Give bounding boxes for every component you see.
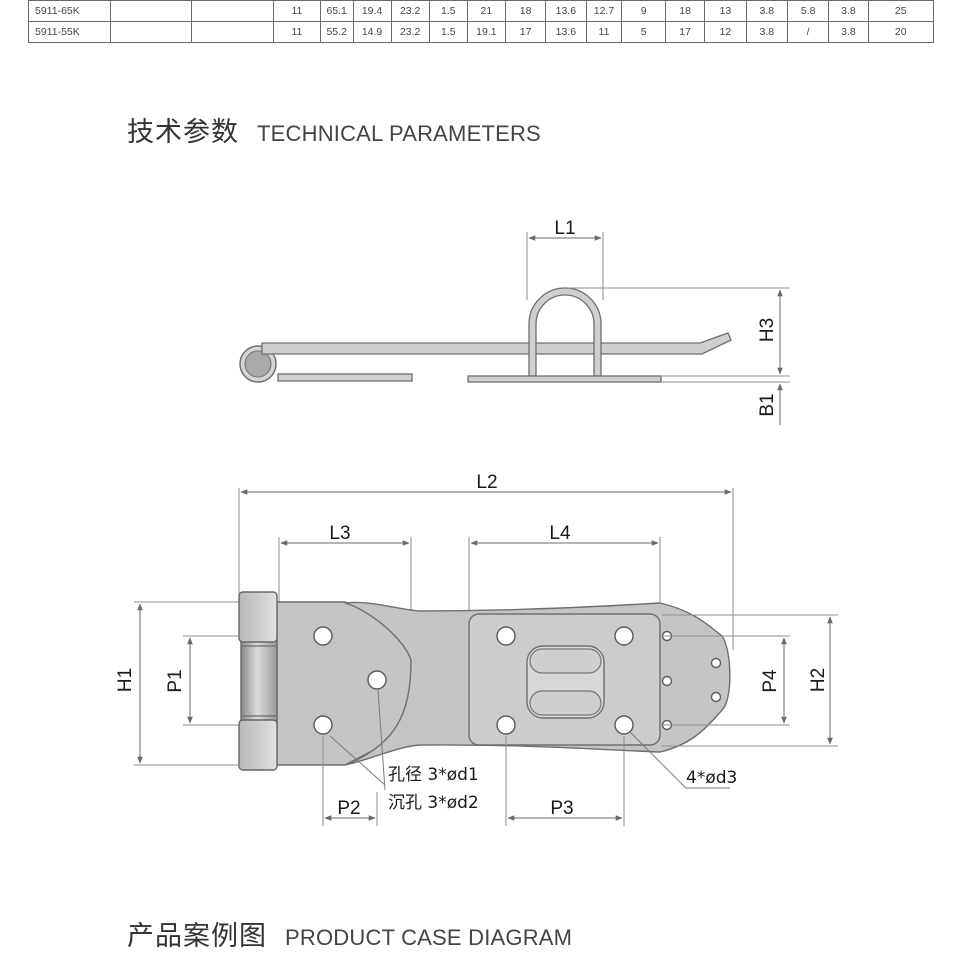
arm-hole xyxy=(710,657,722,669)
staple-hole xyxy=(496,715,516,735)
staple-hole xyxy=(614,626,634,646)
table-cell: 11 xyxy=(585,21,623,43)
dim-p1-label: P1 xyxy=(165,669,186,692)
tech-params-title-cn: 技术参数 xyxy=(127,117,239,148)
dim-p2-label: P2 xyxy=(337,798,360,819)
hinge-knuckle-bottom xyxy=(238,719,278,771)
table-cell: 25 xyxy=(867,0,935,22)
table-cell: / xyxy=(786,21,830,43)
dim-h3-label: H3 xyxy=(757,318,778,342)
product-case-title-en: PRODUCT CASE DIAGRAM xyxy=(285,925,573,950)
model-cell: 5911-55K xyxy=(28,21,111,43)
staple-hole xyxy=(614,715,634,735)
dim-h1-label: H1 xyxy=(115,668,136,692)
table-cell: 23.2 xyxy=(390,21,430,43)
four-holes-note: 4*ød3 xyxy=(686,768,737,788)
countersunk-note: 沉孔 3*ød2 xyxy=(388,793,479,813)
table-cell: 20 xyxy=(867,21,935,43)
product-case-title-cn: 产品案例图 xyxy=(127,921,267,952)
hasp-technical-drawing: L1 H3 B1 L2 L3 L4 H1 xyxy=(115,218,838,826)
staple-loop-side xyxy=(528,287,602,377)
dim-l3-label: L3 xyxy=(329,523,350,544)
arm-hole xyxy=(661,675,673,687)
table-cell: 13.6 xyxy=(545,21,587,43)
table-cell: 14.9 xyxy=(352,21,392,43)
dim-l1-label: L1 xyxy=(554,218,575,239)
table-cell: 5 xyxy=(621,21,666,43)
table-cell: 1.5 xyxy=(428,21,468,43)
hasp-arm-side xyxy=(261,332,732,355)
arm-hole xyxy=(710,691,722,703)
table-cell: 11 xyxy=(273,21,321,43)
staple-hole xyxy=(496,626,516,646)
hole-note: 孔径 3*ød1 xyxy=(388,765,479,785)
table-cell: 19.4 xyxy=(352,0,392,22)
dim-p3-label: P3 xyxy=(550,798,573,819)
top-view: L2 L3 L4 H1 P1 xyxy=(115,472,838,826)
tech-params-title-en: TECHNICAL PARAMETERS xyxy=(257,121,541,146)
tech-params-heading: 技术参数 TECHNICAL PARAMETERS xyxy=(127,110,541,149)
table-cell: 19.1 xyxy=(466,21,506,43)
hinge-hole-bottom xyxy=(313,715,333,735)
product-case-heading: 产品案例图 PRODUCT CASE DIAGRAM xyxy=(127,914,572,953)
table-cell: 3.8 xyxy=(745,21,788,43)
dim-l2-label: L2 xyxy=(476,472,497,493)
dim-h2-label: H2 xyxy=(808,668,829,692)
hinge-hole-top xyxy=(313,626,333,646)
dim-p4-label: P4 xyxy=(760,669,781,693)
hinge-leaf-side xyxy=(277,373,413,382)
staple-base-side xyxy=(467,375,662,383)
side-view: L1 H3 B1 xyxy=(239,218,790,425)
hinge-hole-countersunk xyxy=(367,670,387,690)
dim-b1-label: B1 xyxy=(757,393,778,416)
dim-l4-label: L4 xyxy=(549,523,571,544)
hinge-knuckle-top xyxy=(238,591,278,643)
